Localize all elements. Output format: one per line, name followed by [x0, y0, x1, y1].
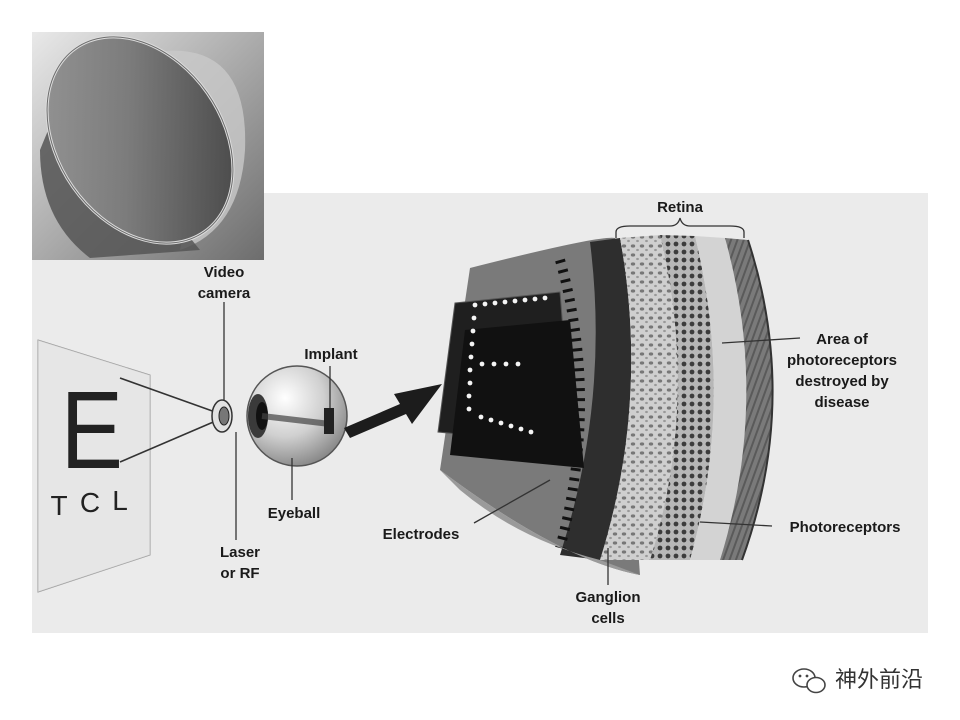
label-ganglion-cells: Ganglion	[576, 589, 641, 606]
implant-photo	[32, 32, 264, 260]
eyeball	[246, 365, 348, 467]
label-laser-rf: Laser	[220, 544, 260, 561]
label-area-destroyed: photoreceptors	[787, 352, 897, 369]
label-implant: Implant	[304, 346, 357, 363]
label-retina: Retina	[657, 199, 704, 216]
wechat-icon	[792, 668, 826, 694]
label-electrodes: Electrodes	[383, 526, 460, 543]
label-video-camera: Video	[204, 264, 245, 281]
arrow-to-retina	[344, 384, 442, 438]
eye-chart-big-letter: E	[61, 369, 123, 492]
video-camera	[211, 399, 233, 433]
electrode-array-display	[437, 291, 584, 468]
label-eyeball: Eyeball	[268, 505, 321, 522]
electrode-dots	[466, 295, 548, 435]
light-ray	[119, 419, 219, 463]
label-ganglion-cells: cells	[591, 610, 624, 627]
label-video-camera: camera	[198, 285, 251, 302]
label-area-destroyed: Area of	[816, 331, 869, 348]
eye-chart-letter: T	[50, 490, 67, 521]
watermark: 神外前沿	[792, 668, 923, 694]
watermark-text: 神外前沿	[835, 668, 923, 693]
eye-chart: E T C L	[37, 339, 151, 593]
light-ray	[119, 377, 219, 414]
label-photoreceptors: Photoreceptors	[790, 519, 901, 536]
label-laser-rf: or RF	[220, 565, 259, 582]
eye-chart-letter: C	[80, 487, 100, 518]
label-area-destroyed: destroyed by	[795, 373, 889, 390]
label-area-destroyed: disease	[814, 394, 869, 411]
eye-chart-letter: L	[112, 485, 128, 516]
leader-lines	[223, 217, 801, 585]
